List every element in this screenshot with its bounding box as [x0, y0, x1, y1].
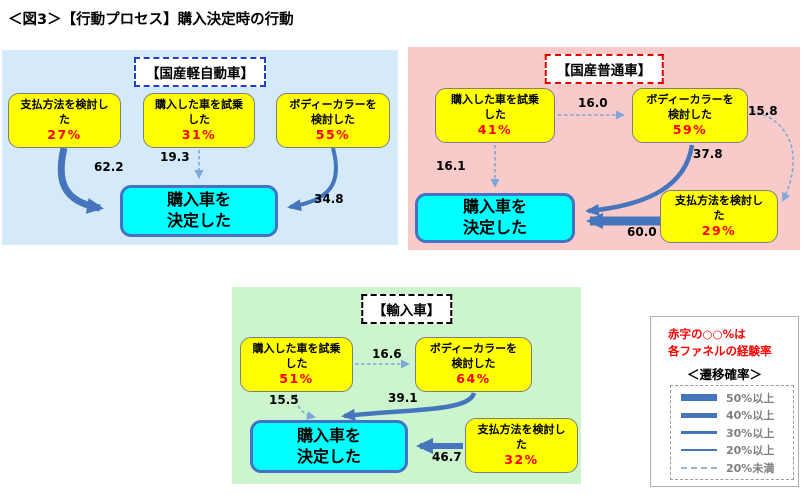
panel-imported-car: 【輸入車】 購入した車を試乗 した 51% ボディーカラーを 検討した 64% …: [232, 287, 581, 484]
legend-line-under20: [681, 466, 717, 469]
panel-futsu-title: 【国産普通車】: [544, 54, 664, 84]
transition-value: 16.1: [436, 159, 466, 173]
node-text: 検討した: [451, 356, 496, 370]
panel-kei-title: 【国産軽自動車】: [134, 57, 266, 87]
legend-key-box: 50%以上 40%以上 30%以上 20%以上 20%未満: [670, 385, 794, 480]
arrow-bodycolor-to-payment: [751, 110, 794, 202]
node-text: ボディーカラーを: [646, 93, 734, 107]
node-text: ボディーカラーを: [289, 98, 377, 112]
node-text: した: [188, 112, 210, 126]
node-percent: 27%: [47, 126, 82, 142]
legend-line-20plus: [681, 449, 717, 451]
transition-value: 46.7: [432, 450, 462, 464]
arrow-payment-to-decision: [57, 147, 104, 214]
legend-label: 50%以上: [726, 391, 775, 405]
node-kei-bodycolor: ボディーカラーを 検討した 55%: [276, 93, 390, 148]
legend-row: 20%未満: [681, 460, 793, 476]
legend-label: 40%以上: [726, 409, 775, 422]
decision-text: 決定した: [166, 211, 231, 230]
node-percent: 32%: [504, 451, 539, 467]
node-import-decision: 購入車を 決定した: [250, 420, 408, 473]
node-futsu-decision: 購入車を 決定した: [415, 193, 575, 243]
node-text: 検討した: [668, 107, 712, 121]
node-percent: 59%: [672, 121, 708, 137]
node-kei-payment: 支払方法を検討し た 27%: [8, 93, 121, 148]
node-text: ボディーカラーを: [429, 342, 518, 356]
panel-domestic-kei-car: 【国産軽自動車】 支払方法を検討し た 27% 購入した車を試乗 した 31% …: [2, 50, 398, 245]
node-text: 購入した車を試乗: [451, 93, 539, 107]
legend-note-line1: 赤字の○○%は: [668, 327, 746, 341]
transition-value: 37.8: [693, 147, 723, 161]
decision-text: 購入車を: [166, 190, 231, 210]
transition-value: 15.5: [269, 393, 299, 407]
legend-label: 20%以上: [726, 444, 775, 457]
transition-value: 60.0: [627, 225, 657, 239]
legend-label: 20%未満: [726, 461, 775, 475]
node-text: た: [516, 437, 527, 451]
legend-heading: ＜遷移確率＞: [686, 367, 762, 382]
node-text: 購入した車を試乗: [155, 98, 243, 112]
node-text: した: [285, 356, 308, 370]
transition-value: 16.0: [578, 96, 608, 110]
node-futsu-payment: 支払方法を検討し た 29%: [660, 190, 778, 243]
legend-row: 40%以上: [681, 407, 793, 423]
node-import-bodycolor: ボディーカラーを 検討した 64%: [415, 337, 532, 392]
node-import-payment: 支払方法を検討し た 32%: [465, 418, 578, 473]
node-percent: 64%: [456, 370, 491, 386]
transition-value: 62.2: [94, 160, 124, 174]
page-title: ＜図3＞【行動プロセス】購入決定時の行動: [8, 12, 294, 28]
decision-text: 購入車を: [462, 197, 527, 217]
transition-value: 34.8: [314, 192, 344, 206]
node-futsu-bodycolor: ボディーカラーを 検討した 59%: [632, 88, 748, 143]
node-text: 支払方法を検討し: [477, 423, 566, 437]
transition-value: 15.8: [748, 104, 778, 118]
legend-row: 20%以上: [681, 442, 793, 458]
legend-note: 赤字の○○%は 各ファネルの経験率: [668, 326, 772, 359]
node-text: た: [59, 112, 70, 126]
node-kei-decision: 購入車を 決定した: [120, 185, 278, 237]
node-percent: 41%: [477, 121, 513, 137]
legend-row: 50%以上: [681, 390, 793, 406]
transition-value: 39.1: [388, 391, 418, 405]
node-text: た: [713, 208, 725, 222]
panel-domestic-standard-car: 【国産普通車】 購入した車を試乗 した 41% ボディーカラーを 検討した 59…: [408, 47, 800, 250]
node-text: した: [484, 107, 506, 121]
node-percent: 29%: [701, 222, 737, 238]
node-text: 検討した: [311, 112, 355, 126]
decision-text: 決定した: [462, 218, 527, 237]
node-percent: 51%: [279, 370, 314, 386]
legend-row: 30%以上: [681, 425, 793, 441]
decision-text: 購入車を: [296, 425, 361, 445]
node-text: 購入した車を試乗: [252, 342, 341, 356]
legend-box: 赤字の○○%は 各ファネルの経験率 ＜遷移確率＞ 50%以上 40%以上 30%…: [650, 316, 799, 487]
transition-value: 16.6: [372, 347, 402, 361]
node-text: 支払方法を検討し: [675, 194, 763, 208]
node-percent: 31%: [181, 126, 217, 142]
legend-line-40plus: [681, 412, 717, 418]
arrow-testdrive-to-decision: [295, 393, 316, 420]
transition-value: 19.3: [160, 150, 190, 164]
decision-text: 決定した: [296, 446, 361, 466]
legend-label: 30%以上: [726, 426, 775, 440]
node-futsu-testdrive: 購入した車を試乗 した 41%: [435, 88, 555, 143]
panel-import-title: 【輸入車】: [360, 294, 453, 324]
legend-line-30plus: [681, 430, 717, 435]
node-import-testdrive: 購入した車を試乗 した 51%: [240, 337, 353, 392]
legend-line-50plus: [681, 394, 717, 401]
legend-note-line2: 各ファネルの経験率: [668, 343, 772, 358]
node-percent: 55%: [315, 126, 351, 142]
node-text: 支払方法を検討し: [20, 98, 109, 112]
node-kei-testdrive: 購入した車を試乗 した 31%: [143, 93, 255, 148]
